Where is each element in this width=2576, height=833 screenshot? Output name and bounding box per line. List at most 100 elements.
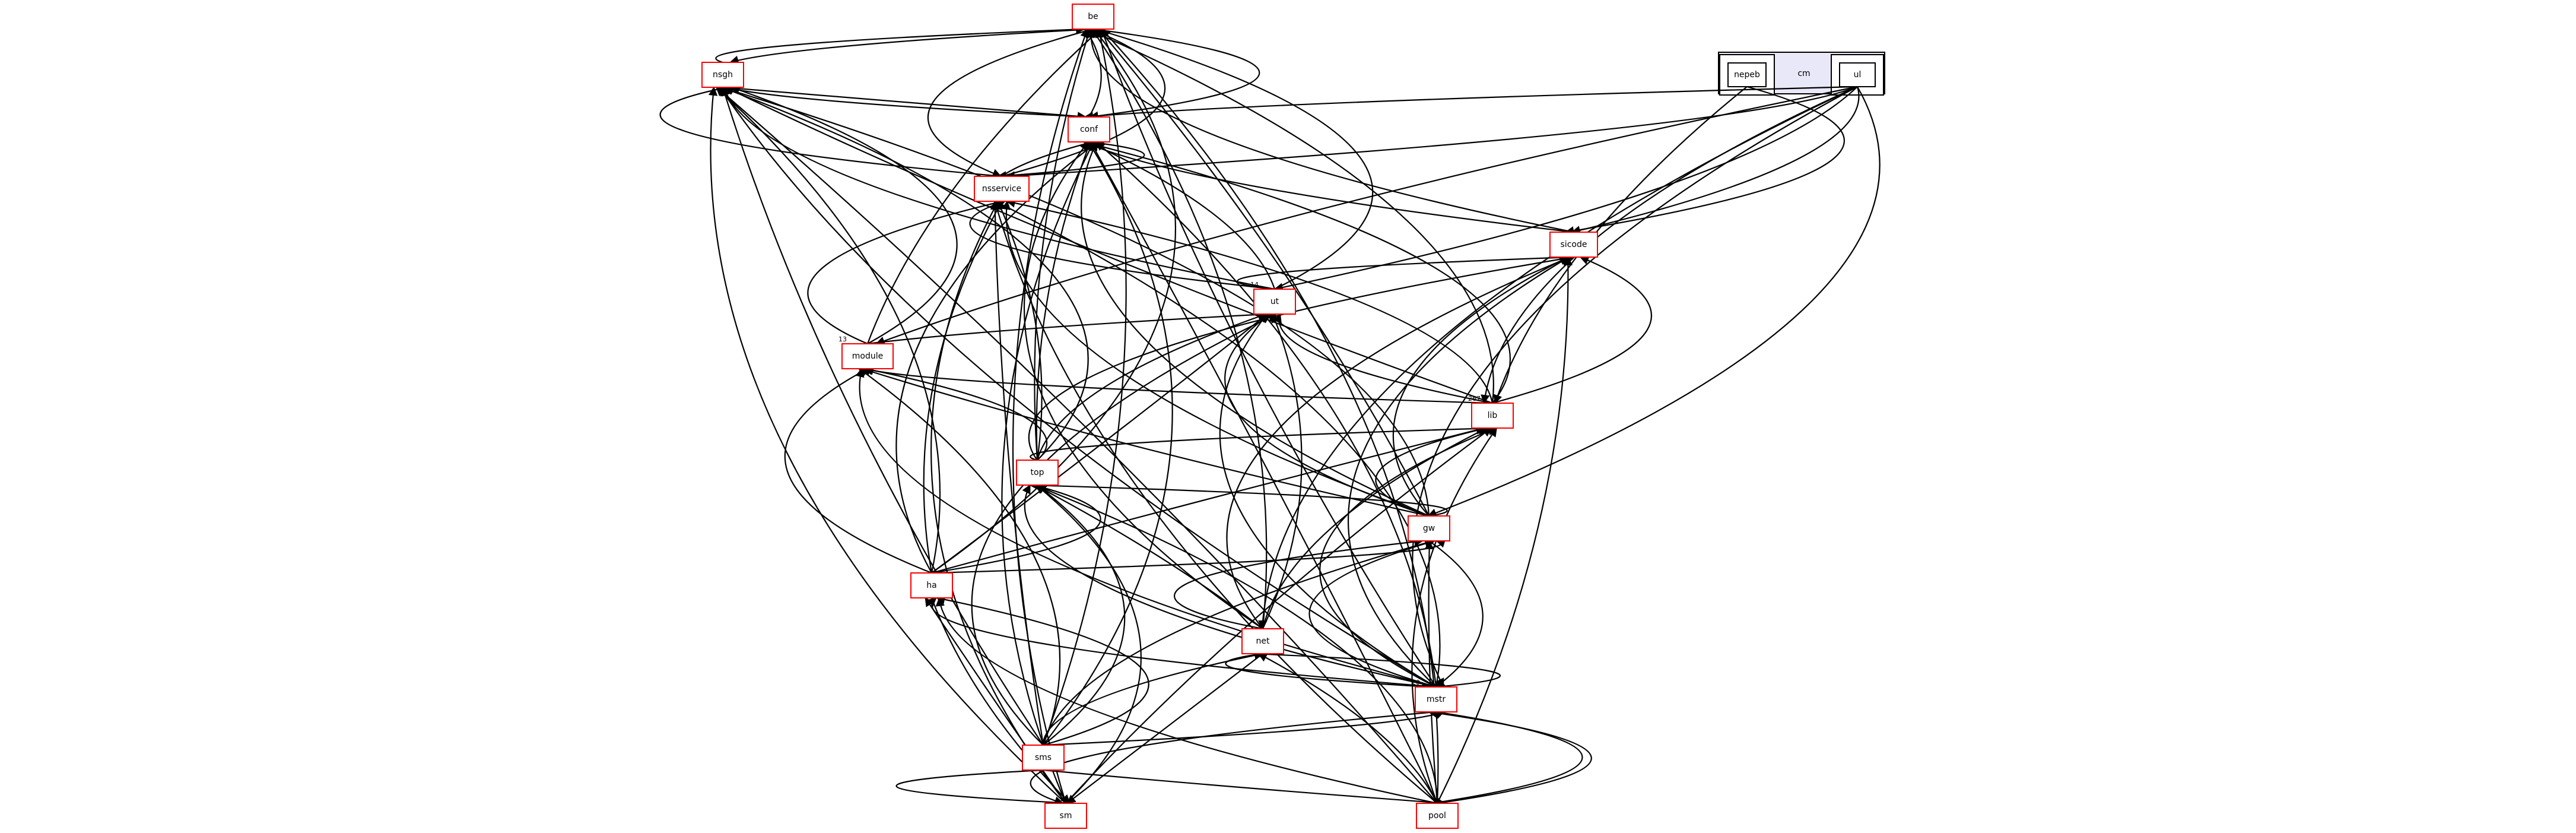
edge-ul-to-mstr — [1412, 86, 1858, 688]
edge-ha-to-top — [931, 482, 1101, 574]
edge-sms-to-module — [858, 368, 1061, 746]
edge-pool-to-be — [1101, 28, 1439, 804]
node-pool-box[interactable] — [1416, 803, 1459, 829]
edge-layer — [659, 24, 1881, 808]
node-be[interactable]: be — [1072, 4, 1114, 30]
edge-mstr-to-pool — [1431, 711, 1583, 807]
edge-gw-to-ut — [1224, 313, 1430, 517]
edge-mstr-to-gw — [1308, 539, 1437, 688]
node-layer: be nsgh conf nsservice sicode ut module lib top g… — [701, 4, 1876, 829]
node-gw[interactable]: gw — [1408, 515, 1450, 541]
node-nsservice-box[interactable] — [974, 176, 1030, 202]
node-sicode-box[interactable] — [1549, 232, 1598, 258]
node-lib[interactable]: lib — [1471, 403, 1514, 429]
node-ha[interactable]: ha — [910, 572, 953, 598]
node-sms-box[interactable] — [1022, 745, 1065, 771]
node-sms-label: sms — [1035, 753, 1052, 762]
edge-mstr-to-conf — [1095, 141, 1437, 688]
edge-sms-to-net — [1042, 651, 1264, 746]
edge-module-to-ut — [867, 310, 1269, 345]
node-ut[interactable]: ut — [1253, 289, 1296, 315]
node-mstr-box[interactable] — [1415, 686, 1457, 712]
node-pool[interactable]: pool — [1416, 803, 1459, 829]
node-sm[interactable]: sm — [1044, 803, 1087, 829]
edge-sm-to-ha — [925, 597, 1066, 804]
node-conf-box[interactable] — [1068, 116, 1110, 142]
node-lib-box[interactable] — [1471, 403, 1514, 429]
edge-gw-to-mstr — [1428, 540, 1484, 688]
node-ul-box[interactable] — [1839, 62, 1876, 87]
edge-lib-to-sicode — [1492, 256, 1653, 404]
node-ha-box[interactable] — [910, 572, 953, 598]
node-module-box[interactable] — [841, 343, 894, 369]
node-sm-box[interactable] — [1044, 803, 1087, 829]
edge-sicode-to-be — [1086, 28, 1574, 233]
node-top[interactable]: top — [1016, 460, 1059, 486]
edge-gw-to-nsgh — [720, 85, 1430, 517]
edge-top-to-be — [1034, 28, 1092, 461]
node-mstr[interactable]: mstr — [1415, 686, 1457, 712]
edge-pool-to-net — [1257, 653, 1438, 804]
edge-net-to-sm — [1066, 653, 1263, 804]
node-sm-label: sm — [1060, 811, 1072, 821]
edge-nepeb-to-sicode — [1564, 85, 1845, 236]
edge-ul-to-conf — [1084, 85, 1858, 121]
edge-mstr-to-ut — [1219, 313, 1437, 688]
node-gw-label: gw — [1423, 524, 1435, 533]
node-net-box[interactable] — [1241, 628, 1284, 654]
edge-gw-to-sicode — [1392, 256, 1569, 517]
edge-ha-to-sm — [930, 597, 1071, 805]
node-nsservice[interactable]: nsservice — [974, 176, 1030, 202]
node-nsgh-box[interactable] — [701, 62, 744, 88]
edge-ut-to-sicode — [1237, 252, 1573, 290]
edge-lib-to-nsservice — [1006, 198, 1494, 404]
edge-sicode-to-conf — [1083, 141, 1574, 233]
node-ut-box[interactable] — [1253, 289, 1296, 315]
node-nsgh[interactable]: nsgh — [701, 62, 744, 88]
node-sms[interactable]: sms — [1022, 745, 1065, 771]
edge-sms-to-mstr — [1043, 710, 1445, 746]
node-be-box[interactable] — [1072, 4, 1114, 30]
edge-conf-to-nsservice — [997, 141, 1145, 180]
edge-ha-to-gw — [931, 539, 1446, 574]
edge-gw-to-module — [861, 366, 1430, 517]
edge-sms-to-ut — [971, 313, 1278, 746]
edge-sm-to-be — [1012, 28, 1090, 804]
node-nepeb[interactable]: nepeb — [1727, 62, 1767, 87]
edge-nsgh-to-be — [715, 24, 1085, 64]
node-gw-box[interactable] — [1408, 515, 1450, 541]
node-module[interactable]: module — [841, 343, 894, 369]
edge-gw-to-top — [1029, 480, 1448, 517]
edge-count-lib: 267 — [1468, 395, 1481, 403]
edge-pool-to-top — [1034, 483, 1438, 804]
edge-nepeb-to-lib — [1493, 86, 1748, 404]
node-nepeb-box[interactable] — [1727, 62, 1767, 87]
edge-sms-to-gw — [1042, 539, 1434, 746]
edge-be-to-nsservice — [927, 28, 1094, 178]
edge-ha-to-nsservice — [923, 200, 1003, 574]
edge-sm-to-top — [1036, 484, 1142, 804]
node-pool-label: pool — [1428, 811, 1446, 821]
edge-pool-to-nsservice — [992, 200, 1438, 804]
edge-mstr-to-nsgh — [719, 86, 1437, 688]
edge-pool-to-conf — [1090, 141, 1438, 804]
node-conf[interactable]: conf — [1068, 116, 1110, 142]
edge-lib-to-be — [1086, 28, 1494, 404]
node-sicode[interactable]: sicode — [1549, 232, 1598, 258]
edge-mstr-to-sm — [1030, 711, 1437, 806]
edge-sms-to-sm — [895, 769, 1074, 808]
node-net[interactable]: net — [1241, 628, 1284, 654]
edge-lib-to-nsgh — [725, 87, 1493, 404]
edge-sms-to-nsgh — [720, 86, 1044, 746]
edge-gw-to-conf — [1081, 141, 1430, 517]
edge-ut-to-nsservice — [969, 199, 1275, 290]
edge-ut-to-conf — [1087, 141, 1276, 290]
node-ul[interactable]: ul — [1839, 62, 1876, 87]
edge-sm-to-nsgh — [708, 86, 1066, 804]
edge-conf-to-be — [1084, 28, 1102, 118]
edge-mstr-to-top — [1022, 484, 1437, 688]
node-top-box[interactable] — [1016, 460, 1059, 486]
edge-top-to-module — [864, 366, 1048, 461]
edge-count-module: 13 — [838, 335, 847, 343]
node-ha-label: ha — [926, 581, 936, 590]
